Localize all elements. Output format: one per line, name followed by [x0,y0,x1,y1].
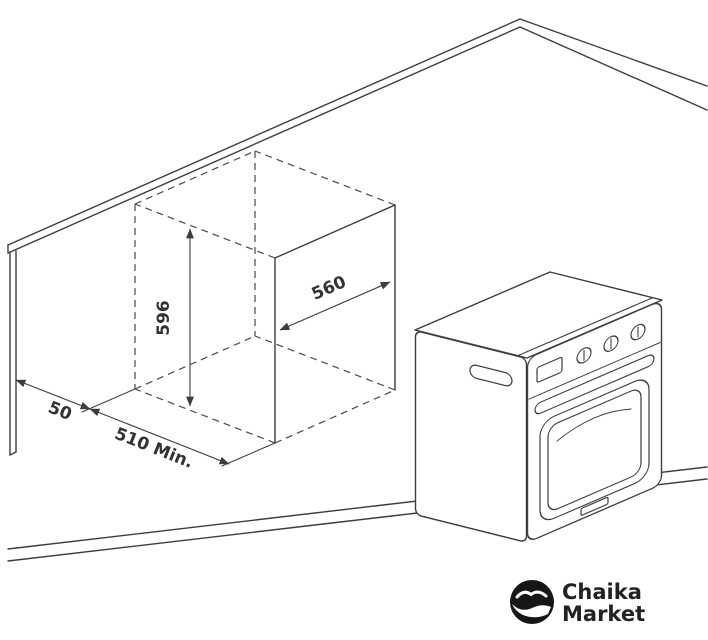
logo-text-line1: Chaika [562,580,642,604]
worktop-back-edge [7,18,521,246]
dim-extension-back [81,388,136,413]
niche-back-top-edge [134,150,256,205]
countertop [7,18,708,254]
logo: Chaika Market [510,580,645,626]
oven-side-panel [414,331,528,542]
wave-icon [512,604,551,618]
niche-depth-top-left [134,203,276,259]
dim-arrow-depth [89,408,230,465]
niche-depth-bottom-right [254,335,396,391]
niche-back-bottom-edge [134,335,256,390]
oven-top-panel-edge [516,297,653,357]
oven-front-panel [526,302,663,540]
cabinet-end-panel [9,250,17,456]
niche-front-bottom-edge [274,389,396,444]
dim-label-height: 596 [154,300,174,336]
oven-side-face [414,331,528,542]
dim-extension-front [221,442,276,467]
dim-arrow-wall-gap [15,379,91,410]
oven-door-window [547,389,642,511]
niche-depth-top-right [254,150,396,206]
worktop-right-back-edge [519,18,708,87]
oven-handle [534,354,655,415]
oven [414,271,663,542]
oven-brand-plate [580,496,609,516]
logo-text-line2: Market [562,602,645,626]
worktop-front-edge [7,26,521,254]
seagull-icon [515,590,548,599]
dim-label-width: 560 [309,272,350,305]
oven-window-reflection [556,408,632,442]
oven-control-panel-divider [528,341,661,400]
logo-mark-circle [510,580,554,624]
worktop-right-front-edge [519,26,708,111]
dimensions: 596 560 50 510 Min. [15,228,391,473]
dim-arrow-width [279,281,391,331]
oven-display [536,356,563,383]
end-panel-bottom-cap [9,451,17,456]
niche-front-top-edge [274,204,396,259]
dim-label-depth: 510 Min. [112,424,196,473]
oven-side-handle-slot [469,364,513,387]
